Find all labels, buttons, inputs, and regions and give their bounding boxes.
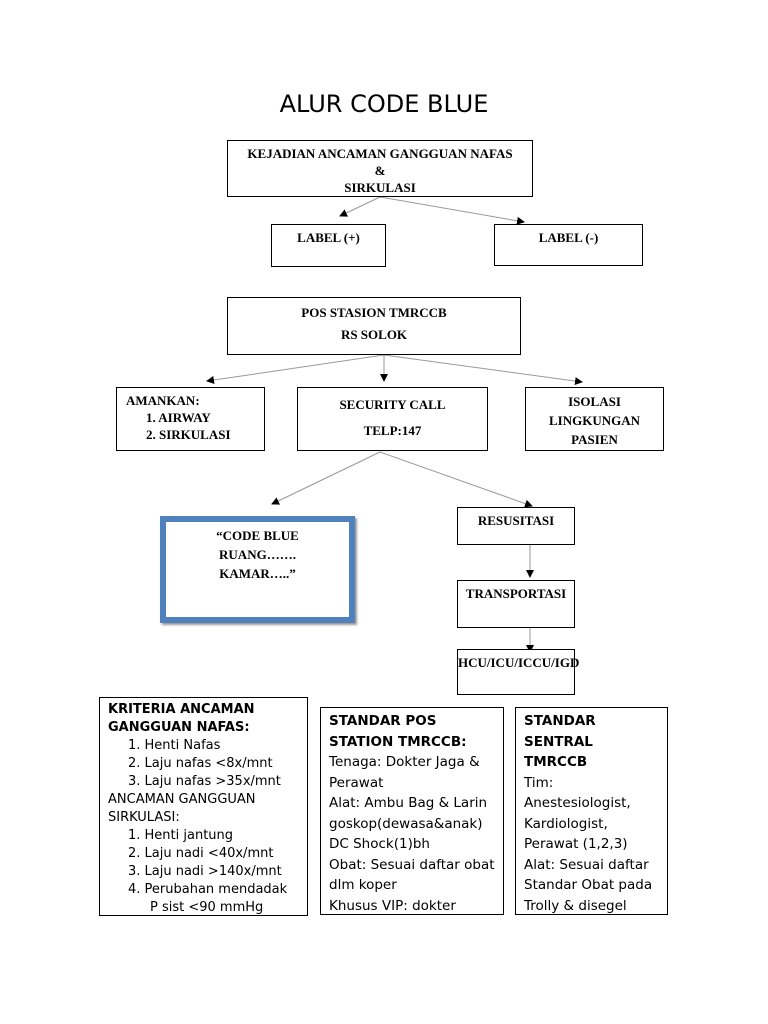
- list-item: 2. SIRKULASI: [146, 427, 231, 442]
- node-hcu: HCU/ICU/ICCU/IGD: [457, 649, 579, 695]
- node-text: PASIEN: [571, 432, 618, 447]
- node-text: RESUSITASI: [477, 513, 555, 528]
- list-item: 2. Laju nafas <8x/mnt: [128, 756, 273, 771]
- text-line: Alat: Ambu Bag & Laringoskop(dewasa&anak…: [329, 795, 488, 832]
- text-line: Tenaga: Dokter Jaga & Perawat: [329, 754, 480, 791]
- node-text: LABEL (-): [538, 230, 599, 245]
- kriteria-subtitle: ANCAMAN GANGGUAN SIRKULASI:: [108, 792, 256, 825]
- arrow: [383, 354, 583, 386]
- arrow: [339, 196, 381, 217]
- list-item: 1. AIRWAY: [146, 410, 211, 425]
- node-text: ISOLASI: [568, 394, 621, 409]
- list-item: 2. Laju nadi <40x/mnt: [128, 846, 274, 861]
- kriteria-box: KRITERIA ANCAMAN GANGGUAN NAFAS: 1. Hent…: [99, 697, 308, 916]
- node-text: AMANKAN:: [126, 393, 200, 408]
- node-pos-stasion: POS STASION TMRCCB RS SOLOK: [227, 297, 521, 355]
- node-resusitasi: RESUSITASI: [457, 507, 575, 545]
- node-text: LABEL (+): [297, 230, 360, 245]
- arrow: [206, 354, 385, 384]
- node-isolasi: ISOLASI LINGKUNGAN PASIEN: [525, 387, 664, 451]
- page-title: ALUR CODE BLUE: [279, 90, 489, 118]
- arrow: [271, 451, 381, 505]
- node-text: LINGKUNGAN: [548, 413, 640, 428]
- arrow: [379, 451, 533, 508]
- node-text: HCU/ICU/ICCU/IGD: [458, 655, 580, 670]
- node-label-negative: LABEL (-): [494, 224, 643, 266]
- node-text: RUANG…….: [219, 547, 296, 562]
- node-security-call: SECURITY CALL TELP:147: [297, 387, 488, 451]
- node-text: TRANSPORTASI: [465, 586, 567, 601]
- standar-sentral-box: STANDAR SENTRAL TMRCCB Tim: Anestesiolog…: [515, 707, 668, 915]
- node-transportasi: TRANSPORTASI: [457, 580, 575, 628]
- node-kejadian: KEJADIAN ANCAMAN GANGGUAN NAFAS & SIRKUL…: [227, 140, 533, 197]
- list-item: 4. Perubahan mendadak: [128, 882, 288, 897]
- node-text: KEJADIAN ANCAMAN GANGGUAN NAFAS: [247, 146, 513, 161]
- node-text: POS STASION TMRCCB: [301, 305, 447, 320]
- node-text: KAMAR…..”: [219, 566, 296, 581]
- node-code-blue: “CODE BLUE RUANG……. KAMAR…..”: [160, 516, 355, 623]
- arrow: [379, 196, 525, 225]
- node-text: RS SOLOK: [340, 327, 408, 342]
- text-line: Khusus VIP: dokter: [329, 897, 456, 914]
- standar-pos-title: STANDAR POS STATION TMRCCB:: [329, 713, 467, 750]
- node-text: SIRKULASI: [344, 180, 416, 195]
- list-item: 3. Laju nafas >35x/mnt: [128, 774, 281, 789]
- node-text: TELP:147: [363, 423, 422, 438]
- list-item: P sist <90 mmHg: [150, 900, 264, 915]
- list-item: 1. Henti jantung: [128, 828, 234, 843]
- node-text: “CODE BLUE: [216, 528, 299, 543]
- standar-sentral-title: STANDAR SENTRAL TMRCCB: [524, 713, 596, 770]
- text-line: Tim: Anestesiologist, Kardiologist, Pera…: [524, 774, 631, 853]
- node-text: &: [374, 163, 386, 178]
- list-item: 3. Laju nadi >140x/mnt: [128, 864, 282, 879]
- kriteria-title: KRITERIA ANCAMAN GANGGUAN NAFAS:: [108, 702, 255, 735]
- text-line: Obat: Sesuai daftar obat dlm koper: [329, 856, 495, 894]
- text-line: DC Shock(1)bh: [329, 836, 430, 852]
- node-amankan: AMANKAN: 1. AIRWAY 2. SIRKULASI: [116, 387, 265, 451]
- node-text: SECURITY CALL: [339, 397, 446, 412]
- node-label-positive: LABEL (+): [271, 224, 386, 267]
- standar-pos-box: STANDAR POS STATION TMRCCB: Tenaga: Dokt…: [320, 707, 504, 915]
- list-item: 1. Henti Nafas: [128, 738, 221, 753]
- text-line: Alat: Sesuai daftar Standar Obat pada Tr…: [524, 856, 653, 914]
